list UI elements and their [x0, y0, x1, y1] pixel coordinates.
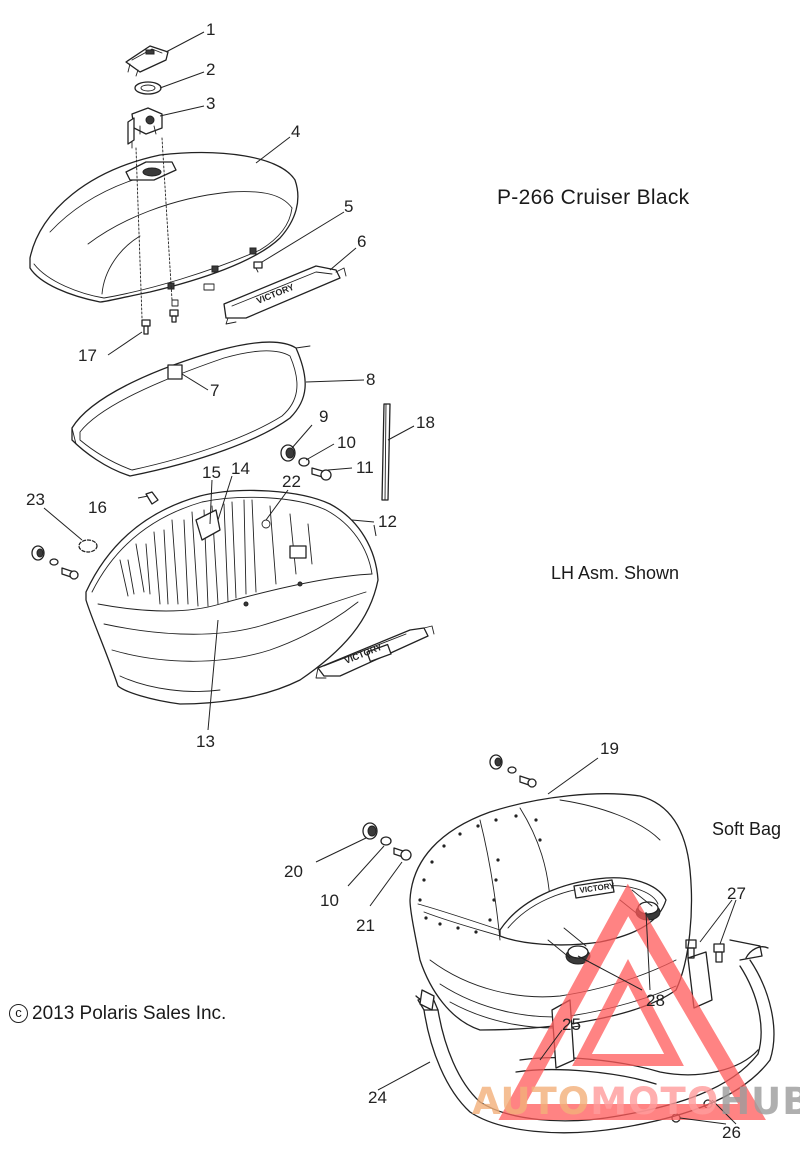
- part-12-saddlebag-case: [85, 489, 379, 705]
- callout-10: 10: [337, 433, 356, 452]
- callout-8: 8: [366, 370, 375, 389]
- callout-26: 26: [722, 1123, 741, 1142]
- soft-bag-fasteners-side: [362, 822, 412, 861]
- soft-bag-fasteners-top: [489, 754, 537, 788]
- part-18-strap: [381, 403, 391, 501]
- part-23-plug: [78, 539, 98, 553]
- part-1-lock-cover: [125, 45, 169, 77]
- soft-bag-note: Soft Bag: [712, 819, 782, 839]
- callout-28: 28: [646, 991, 665, 1010]
- callout-23: 23: [26, 490, 45, 509]
- callout-4: 4: [291, 122, 300, 141]
- callout-9: 9: [319, 407, 328, 426]
- callout-25: 25: [562, 1015, 581, 1034]
- assembly-note: LH Asm. Shown: [551, 563, 680, 583]
- callout-20: 20: [284, 862, 303, 881]
- callout-13: 13: [196, 732, 215, 751]
- callout-15: 15: [202, 463, 221, 482]
- callout-17: 17: [78, 346, 97, 365]
- callout-3: 3: [206, 94, 215, 113]
- callout-1: 1: [206, 20, 215, 39]
- callout-14: 14: [231, 459, 250, 478]
- callout-10b: 10: [320, 891, 339, 910]
- callout-5: 5: [344, 197, 353, 216]
- callout-2: 2: [206, 60, 215, 79]
- part-2-gasket-ring: [134, 81, 162, 95]
- part-16-bracket: [145, 491, 159, 505]
- callout-18: 18: [416, 413, 435, 432]
- callout-11: 11: [356, 458, 374, 477]
- callout-21: 21: [356, 916, 375, 935]
- part-3-latch-assembly: [127, 107, 163, 149]
- part-5-screw: [171, 261, 263, 307]
- watermark-text: AUTOMOTOHUB: [472, 1080, 800, 1123]
- watermark-part-3: HUB: [719, 1080, 800, 1123]
- callout-6: 6: [357, 232, 366, 251]
- leader-lines: [43, 31, 737, 1125]
- watermark-part-2: MOTO: [590, 1080, 720, 1123]
- callout-27: 27: [727, 884, 746, 903]
- part-6-badge: VICTORY: [223, 265, 347, 325]
- diagram-title: P-266 Cruiser Black: [497, 186, 690, 209]
- callout-22: 22: [282, 472, 301, 491]
- part-27-bolts: [685, 939, 725, 963]
- callout-12: 12: [378, 512, 397, 531]
- case-fasteners-left: [31, 545, 79, 580]
- copyright-symbol: c: [9, 1004, 28, 1023]
- callout-16: 16: [88, 498, 107, 517]
- part-17-bolts: [141, 309, 179, 335]
- part-8-seal: [71, 341, 311, 477]
- case-badge: VICTORY: [315, 625, 435, 679]
- callout-19: 19: [600, 739, 619, 758]
- parts-9-10-11-fasteners: [280, 444, 332, 481]
- watermark-part-1: AUTO: [472, 1080, 591, 1123]
- copyright-text: 2013 Polaris Sales Inc.: [32, 1003, 227, 1024]
- callout-24: 24: [368, 1088, 387, 1107]
- callout-numbers: 1 2 3 4 5 6 7 8 9 10 11 12 13 14 15 16 1…: [26, 20, 746, 1142]
- watermark-logo: [498, 883, 766, 1120]
- callout-7: 7: [210, 381, 219, 400]
- part-4-lid: [29, 151, 299, 303]
